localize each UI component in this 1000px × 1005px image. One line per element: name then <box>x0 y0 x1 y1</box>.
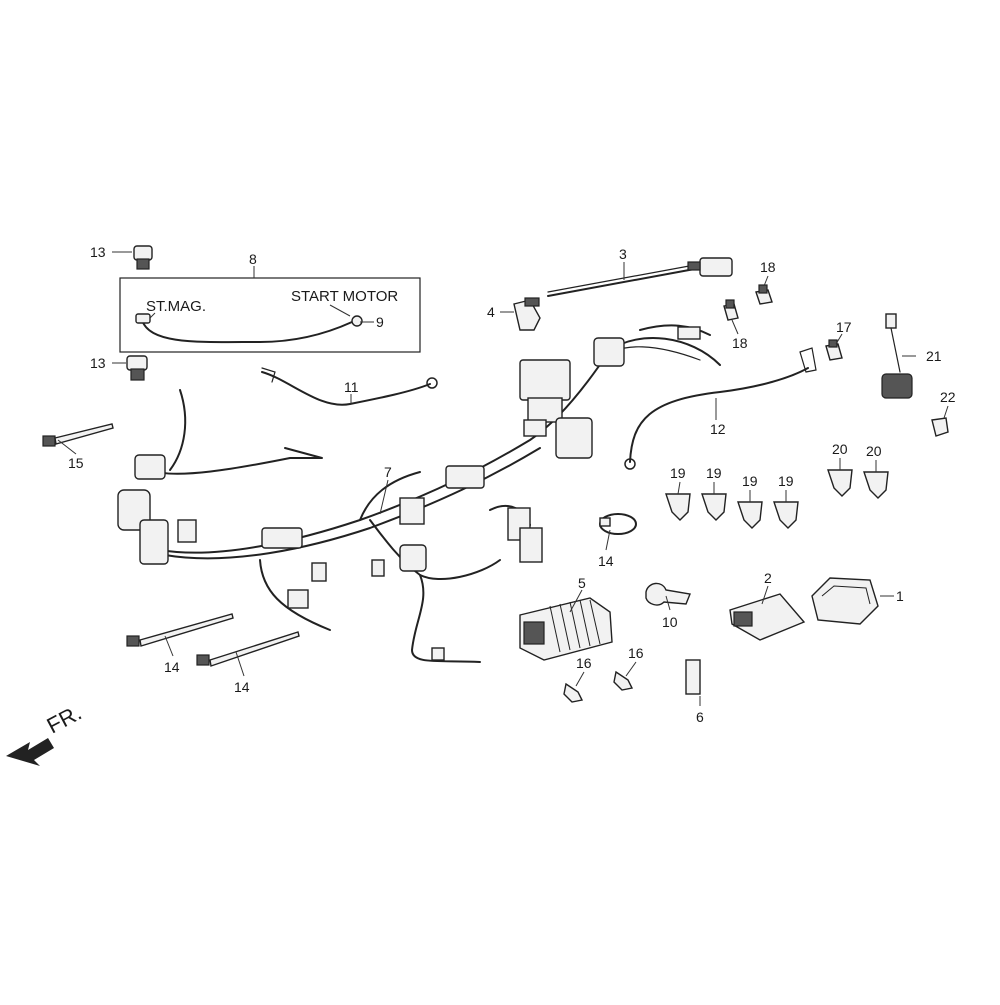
part-3-ignition-coil <box>547 257 733 297</box>
part-2-relay <box>729 593 806 641</box>
callout-11: 11 <box>344 379 359 395</box>
part-1-relay-cover <box>811 577 879 625</box>
callout-19-a: 19 <box>670 465 686 481</box>
part-15-cable-tie <box>42 423 114 447</box>
part-19-clip-c <box>737 501 763 529</box>
callout-14-tie-a: 14 <box>164 659 180 675</box>
part-17-screw <box>825 339 843 361</box>
callout-17: 17 <box>836 319 852 335</box>
part-14-cable-tie-b <box>196 631 300 667</box>
part-20-clip-a <box>827 469 853 497</box>
callout-16-a: 16 <box>576 655 592 671</box>
callout-5: 5 <box>578 575 586 591</box>
callout-8: 8 <box>249 251 257 267</box>
part-7-main-wire-harness <box>117 324 721 663</box>
callout-2: 2 <box>764 570 772 586</box>
part-4-spark-plug-cap <box>513 297 541 331</box>
caption-st-mag: ST.MAG. <box>146 298 206 315</box>
part-22-screw <box>931 417 949 437</box>
callout-12: 12 <box>710 421 726 437</box>
callout-19-b: 19 <box>706 465 722 481</box>
callout-14-clamp: 14 <box>598 553 614 569</box>
part-12-ground-cable <box>624 347 817 470</box>
part-6-fuse <box>685 659 701 695</box>
callout-20-b: 20 <box>866 443 882 459</box>
part-10-clamp <box>645 582 691 606</box>
callout-18-a: 18 <box>760 259 776 275</box>
leader-lines <box>57 251 949 706</box>
front-direction-arrow <box>6 738 54 766</box>
caption-front: FR. <box>43 700 86 739</box>
callout-1: 1 <box>896 588 904 604</box>
callout-14-tie-b: 14 <box>234 679 250 695</box>
callout-18-b: 18 <box>732 335 748 351</box>
part-19-clip-b <box>701 493 727 521</box>
callout-19-d: 19 <box>778 473 794 489</box>
callout-22: 22 <box>940 389 956 405</box>
callout-10: 10 <box>662 614 678 630</box>
callout-16-b: 16 <box>628 645 644 661</box>
callout-labels: 1 2 3 4 5 6 7 8 9 10 11 12 13 13 14 14 1… <box>68 244 956 725</box>
callout-15: 15 <box>68 455 84 471</box>
caption-start-motor: START MOTOR <box>291 288 398 305</box>
part-16-bolt-b <box>613 670 634 691</box>
part-14-cable-tie-a <box>126 613 234 647</box>
callout-13-lower: 13 <box>90 355 106 371</box>
part-14-clamp-band <box>599 513 637 535</box>
callout-4: 4 <box>487 304 495 320</box>
part-16-bolt-a <box>563 682 584 703</box>
callout-20-a: 20 <box>832 441 848 457</box>
part-20-clip-b <box>863 471 889 499</box>
callout-21: 21 <box>926 348 942 364</box>
callout-13-top: 13 <box>90 244 106 260</box>
part-19-clip-d <box>773 501 799 529</box>
part-18-screw-b <box>723 299 739 321</box>
callout-7: 7 <box>384 464 392 480</box>
part-19-clip-a <box>665 493 691 521</box>
part-18-screw-a <box>755 284 773 305</box>
callout-9: 9 <box>376 314 384 330</box>
part-8-starter-cable-box <box>119 277 421 353</box>
part-5-regulator-rectifier <box>519 597 613 661</box>
part-13-top-cap <box>133 245 153 270</box>
part-21-sensor <box>881 313 913 399</box>
part-13-lower-cap <box>126 355 148 381</box>
callout-19-c: 19 <box>742 473 758 489</box>
callout-6: 6 <box>696 709 704 725</box>
part-11-battery-cable <box>261 367 438 406</box>
callout-3: 3 <box>619 246 627 262</box>
